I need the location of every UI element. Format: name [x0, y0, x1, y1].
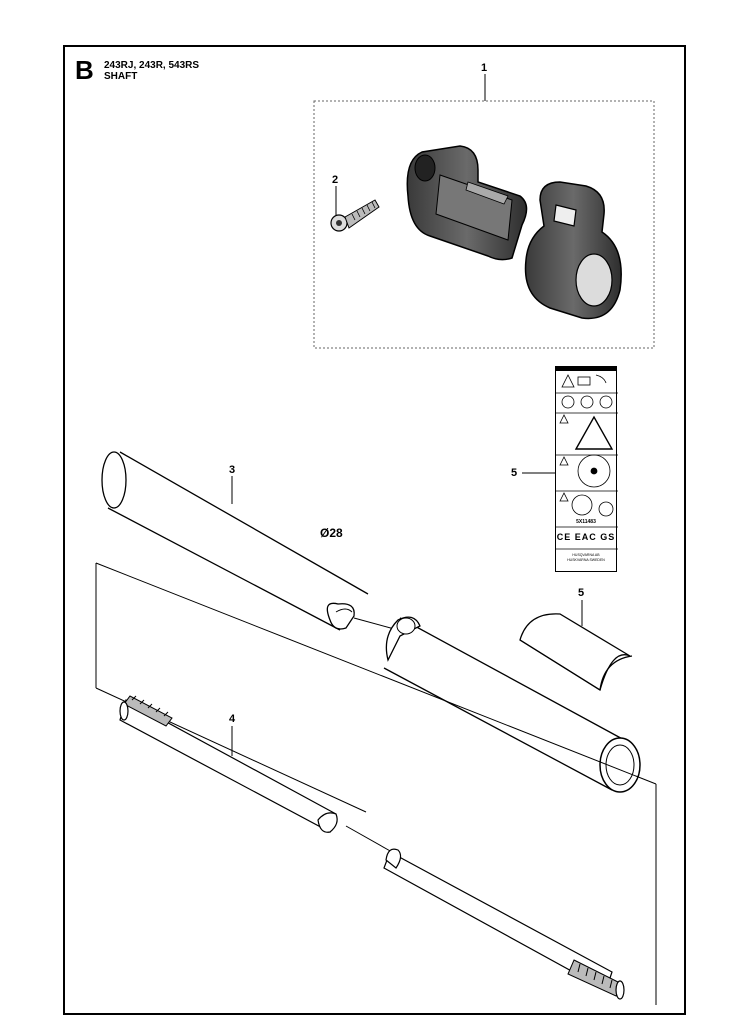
callout-2: 2	[332, 174, 339, 186]
callout-4: 4	[229, 713, 236, 725]
decal-manufacturer-line2: HUSKVARNA SWEDEN	[567, 558, 605, 562]
warning-decal-part-5: 5X11483 CE EAC GS HUSQVARNA AB HUSKVARNA…	[555, 366, 618, 572]
decal-manufacturer-line1: HUSQVARNA AB	[572, 553, 600, 557]
decal-part-code: 5X11483	[576, 519, 596, 525]
section-letter: B	[75, 55, 94, 85]
half-shell-part-5	[519, 613, 633, 692]
part-1-kit-box	[313, 100, 655, 349]
assembly-line-a	[353, 617, 399, 631]
screw-part-2	[330, 188, 380, 232]
warning-triangle-icon-4	[559, 492, 569, 502]
drive-shaft-part-4	[119, 695, 625, 1000]
noise-icon	[595, 374, 607, 384]
boots-icon	[599, 395, 613, 409]
warning-triangle-icon-2	[559, 414, 569, 424]
cover-tube-part-3	[101, 451, 369, 632]
decal-pictograms	[556, 374, 618, 550]
section-title: SHAFT	[104, 71, 138, 82]
clamp-half-a	[406, 145, 528, 261]
callout-5a: 5	[511, 467, 518, 479]
diameter-label: Ø28	[320, 526, 343, 540]
thrown-objects-icon	[574, 415, 614, 450]
helmet-icon	[561, 395, 575, 409]
callout-3: 3	[229, 464, 236, 476]
blade-icon	[598, 501, 614, 517]
warning-triangle-icon-3	[559, 456, 569, 466]
warning-triangle-icon	[561, 374, 575, 388]
certification-marks: CE EAC GS	[556, 532, 616, 542]
decal-top-bar	[556, 367, 616, 371]
manual-book-icon	[577, 376, 591, 386]
callout-5b: 5	[578, 587, 585, 599]
kickback-icon	[571, 494, 593, 516]
callout-1: 1	[481, 62, 488, 74]
clamp-half-b	[524, 181, 622, 320]
model-list: 243RJ, 243R, 543RS	[104, 60, 200, 71]
distance-15m-icon	[577, 454, 611, 488]
gloves-icon	[580, 395, 594, 409]
